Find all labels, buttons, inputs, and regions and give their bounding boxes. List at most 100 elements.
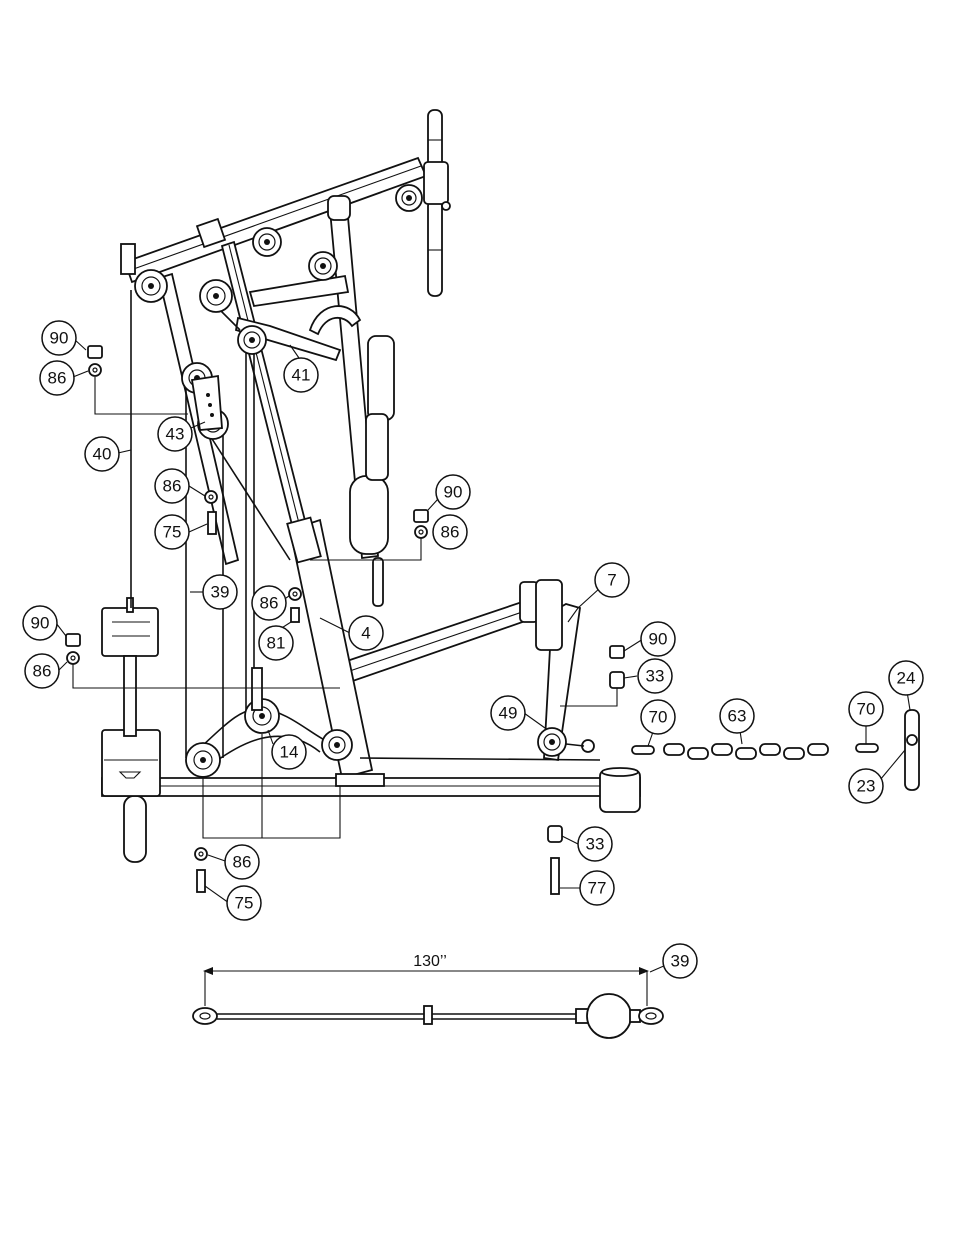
pulley — [395, 184, 423, 212]
part-callout-40: 40 — [84, 436, 120, 472]
part-callout-39: 39 — [662, 943, 698, 979]
nut — [413, 509, 429, 523]
svg-text:90: 90 — [31, 614, 50, 633]
svg-text:86: 86 — [233, 853, 252, 872]
washer — [414, 525, 428, 539]
part-callout-7: 7 — [594, 562, 630, 598]
washer — [66, 651, 80, 665]
pulley — [237, 325, 267, 355]
svg-text:33: 33 — [586, 835, 605, 854]
part-callout-86: 86 — [432, 514, 468, 550]
part-callout-33: 33 — [577, 826, 613, 862]
svg-text:75: 75 — [235, 894, 254, 913]
pulley — [199, 279, 233, 313]
svg-text:41: 41 — [292, 366, 311, 385]
part-callout-41: 41 — [283, 357, 319, 393]
svg-text:90: 90 — [50, 329, 69, 348]
part-callout-90: 90 — [640, 621, 676, 657]
svg-text:70: 70 — [649, 708, 668, 727]
part-callout-70: 70 — [848, 691, 884, 727]
bolt — [207, 511, 217, 535]
pulley — [252, 227, 282, 257]
svg-text:23: 23 — [857, 777, 876, 796]
svg-text:86: 86 — [48, 369, 67, 388]
pulley — [134, 269, 168, 303]
svg-text:86: 86 — [163, 477, 182, 496]
svg-text:86: 86 — [260, 594, 279, 613]
snap-clip — [631, 745, 655, 755]
svg-text:49: 49 — [499, 704, 518, 723]
pulley — [321, 729, 353, 761]
svg-text:90: 90 — [444, 483, 463, 502]
part-callout-33: 33 — [637, 658, 673, 694]
svg-text:77: 77 — [588, 879, 607, 898]
snap-clip — [855, 743, 879, 753]
chain-assembly — [631, 709, 920, 791]
pulleys — [134, 184, 567, 778]
press-arm-right — [519, 579, 595, 762]
nut — [609, 645, 625, 659]
svg-text:14: 14 — [280, 743, 299, 762]
top-boom-frame — [120, 109, 451, 297]
part-callout-90: 90 — [41, 320, 77, 356]
svg-text:39: 39 — [211, 583, 230, 602]
washer — [194, 847, 208, 861]
nut — [87, 345, 103, 359]
svg-text:7: 7 — [607, 571, 616, 590]
ankle-strap-handle — [904, 709, 920, 791]
svg-text:86: 86 — [33, 662, 52, 681]
washer — [204, 490, 218, 504]
part-callout-86: 86 — [39, 360, 75, 396]
svg-text:33: 33 — [646, 667, 665, 686]
svg-text:81: 81 — [267, 634, 286, 653]
part-callout-75: 75 — [154, 514, 190, 550]
part-callout-75: 75 — [226, 885, 262, 921]
part-callout-4: 4 — [348, 615, 384, 651]
washer — [88, 363, 102, 377]
svg-text:75: 75 — [163, 523, 182, 542]
part-callout-86: 86 — [24, 653, 60, 689]
svg-text:24: 24 — [897, 669, 916, 688]
part-callout-77: 77 — [579, 870, 615, 906]
spacer — [609, 671, 625, 689]
part-callout-86: 86 — [154, 468, 190, 504]
pulley — [308, 251, 338, 281]
part-callout-24: 24 — [888, 660, 924, 696]
washer — [288, 587, 302, 601]
chain — [663, 743, 829, 760]
svg-text:43: 43 — [166, 425, 185, 444]
svg-text:90: 90 — [649, 630, 668, 649]
part-callout-63: 63 — [719, 698, 755, 734]
pulley — [537, 727, 567, 757]
cable-length-label: 130’’ — [413, 953, 447, 970]
part-callout-90: 90 — [22, 605, 58, 641]
leader-lines — [55, 338, 911, 973]
svg-text:63: 63 — [728, 707, 747, 726]
part-callout-39: 39 — [202, 574, 238, 610]
bolt — [290, 607, 300, 623]
part-callout-70: 70 — [640, 699, 676, 735]
part-callout-81: 81 — [258, 625, 294, 661]
part-callout-49: 49 — [490, 695, 526, 731]
part-callout-90: 90 — [435, 474, 471, 510]
weight-stack — [101, 597, 161, 797]
cable-detail: 130’’ — [192, 953, 664, 1039]
part-callout-86: 86 — [224, 844, 260, 880]
spacer — [547, 825, 563, 843]
pulley — [185, 742, 221, 778]
svg-text:40: 40 — [93, 445, 112, 464]
base-frame — [101, 757, 641, 863]
part-callout-86: 86 — [251, 585, 287, 621]
svg-text:39: 39 — [671, 952, 690, 971]
part-callout-43: 43 — [157, 416, 193, 452]
svg-text:70: 70 — [857, 700, 876, 719]
bolt — [196, 869, 206, 893]
bolt — [550, 857, 560, 895]
leg-press-arm — [286, 516, 536, 780]
part-callout-23: 23 — [848, 768, 884, 804]
part-callout-14: 14 — [271, 734, 307, 770]
svg-text:4: 4 — [361, 624, 370, 643]
nut — [65, 633, 81, 647]
svg-text:86: 86 — [441, 523, 460, 542]
